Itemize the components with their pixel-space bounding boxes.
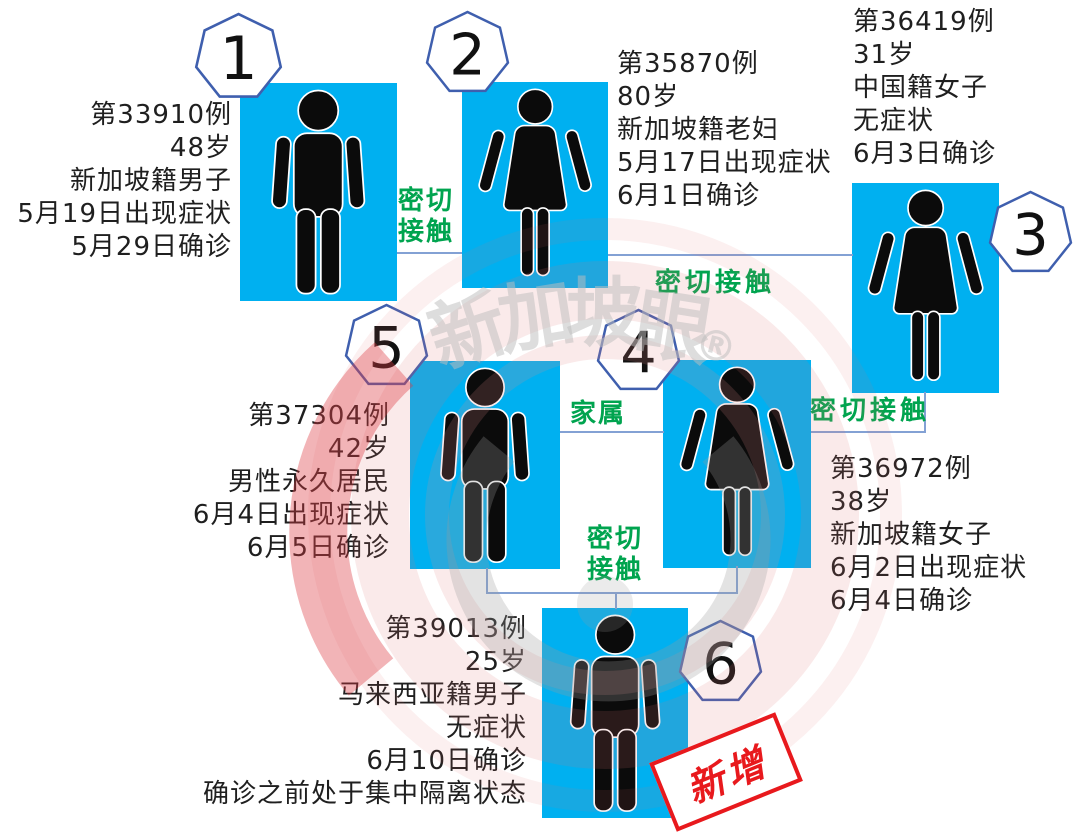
female-figure-icon: [476, 88, 594, 277]
case-detail-line: 5月29日确诊: [71, 232, 232, 262]
case-detail-line: 第35870例: [617, 49, 759, 79]
male-figure-icon: [270, 89, 366, 295]
case-detail-line: 25岁: [464, 647, 527, 677]
relationship-label-1-2: 密切 接触: [389, 186, 463, 248]
case-number-badge-5: 5: [344, 303, 429, 386]
case-detail-line: 第36972例: [830, 454, 972, 484]
case-detail-line: 无症状: [853, 106, 935, 136]
connector-line-2-3: [608, 254, 853, 256]
relationship-label-3-4: 密切接触: [803, 396, 937, 427]
relationship-label-5-4: 家属: [558, 399, 638, 430]
case-number-4: 4: [620, 319, 656, 386]
connector-line-5-4: [560, 431, 664, 433]
case-number-badge-2: 2: [425, 10, 510, 93]
case-4-box: [663, 360, 811, 568]
female-figure-icon: [678, 366, 796, 557]
case-detail-line: 6月5日确诊: [246, 533, 390, 563]
case-2-details: 第35870例 80岁 新加坡籍老妇 5月17日出现症状 6月1日确诊: [617, 48, 857, 213]
connector-line-4-6-drop: [736, 566, 738, 594]
case-detail-line: 6月4日出现症状: [192, 500, 390, 530]
case-detail-line: 第39013例: [385, 614, 527, 644]
case-number-badge-6: 6: [678, 619, 763, 702]
relationship-label-2-3: 密切接触: [648, 268, 782, 299]
case-detail-line: 5月19日出现症状: [17, 199, 232, 229]
new-case-stamp-text: 新增: [680, 739, 775, 812]
case-detail-line: 6月2日出现症状: [830, 553, 1028, 583]
case-1-details: 第33910例 48岁 新加坡籍男子 5月19日出现症状 5月29日确诊: [10, 99, 232, 264]
case-detail-line: 48岁: [169, 133, 232, 163]
case-number-3: 3: [1012, 201, 1048, 268]
connector-line-5-6-drop: [486, 568, 488, 594]
case-detail-line: 第33910例: [90, 100, 232, 130]
female-figure-icon: [866, 189, 985, 382]
case-detail-line: 新加坡籍老妇: [617, 115, 780, 145]
connector-line-3-4-vertical: [924, 392, 926, 433]
connector-line-to-6: [615, 593, 617, 609]
case-detail-line: 第36419例: [853, 7, 995, 37]
case-detail-line: 5月17日出现症状: [617, 148, 832, 178]
case-detail-line: 马来西亚籍男子: [337, 680, 527, 710]
relationship-label-line: 家属: [569, 399, 626, 429]
case-detail-line: 80岁: [617, 82, 680, 112]
relationship-label-line: 密切: [586, 524, 643, 554]
relationship-label-line: 接触: [397, 217, 454, 247]
case-detail-line: 无症状: [445, 713, 527, 743]
connector-line-1-2: [397, 252, 462, 254]
case-detail-line: 31岁: [853, 40, 916, 70]
case-number-badge-1: 1: [194, 12, 283, 98]
case-detail-line: 中国籍女子: [853, 73, 989, 103]
case-number-2: 2: [449, 21, 485, 88]
case-4-details: 第36972例 38岁 新加坡籍女子 6月2日出现症状 6月4日确诊: [830, 453, 1078, 618]
case-detail-line: 第37304例: [248, 401, 390, 431]
case-detail-line: 男性永久居民: [227, 467, 390, 497]
case-detail-line: 6月1日确诊: [617, 181, 761, 211]
case-1-box: [240, 83, 397, 301]
case-detail-line: 确诊之前处于集中隔离状态: [202, 779, 527, 809]
relationship-label-line: 密切接触: [809, 396, 930, 426]
case-number-badge-3: 3: [988, 190, 1073, 273]
case-3-box: [852, 183, 999, 393]
relationship-label-line: 接触: [586, 555, 643, 585]
male-figure-icon: [439, 367, 531, 564]
case-6-details: 第39013例 25岁 马来西亚籍男子 无症状 6月10日确诊 确诊之前处于集中…: [140, 613, 527, 811]
connector-line-3-4: [811, 431, 926, 433]
case-detail-line: 6月3日确诊: [853, 139, 997, 169]
case-detail-line: 新加坡籍女子: [830, 520, 993, 550]
case-number-6: 6: [702, 630, 738, 697]
case-detail-line: 38岁: [830, 487, 893, 517]
case-2-box: [462, 82, 608, 288]
case-number-badge-4: 4: [596, 308, 681, 391]
case-detail-line: 6月10日确诊: [366, 746, 527, 776]
case-detail-line: 新加坡籍男子: [69, 166, 232, 196]
case-number-1: 1: [219, 24, 257, 94]
relationship-label-to-6: 密切 接触: [576, 524, 654, 586]
case-5-box: [410, 361, 560, 569]
connector-line-bracket: [486, 592, 738, 594]
case-number-5: 5: [368, 314, 404, 381]
case-5-details: 第37304例 42岁 男性永久居民 6月4日出现症状 6月5日确诊: [150, 400, 390, 565]
case-3-details: 第36419例 31岁 中国籍女子 无症状 6月3日确诊: [853, 6, 1079, 171]
relationship-label-line: 密切接触: [654, 268, 775, 298]
relationship-label-line: 密切: [397, 186, 454, 216]
case-detail-line: 42岁: [327, 434, 390, 464]
case-detail-line: 6月4日确诊: [830, 586, 974, 616]
